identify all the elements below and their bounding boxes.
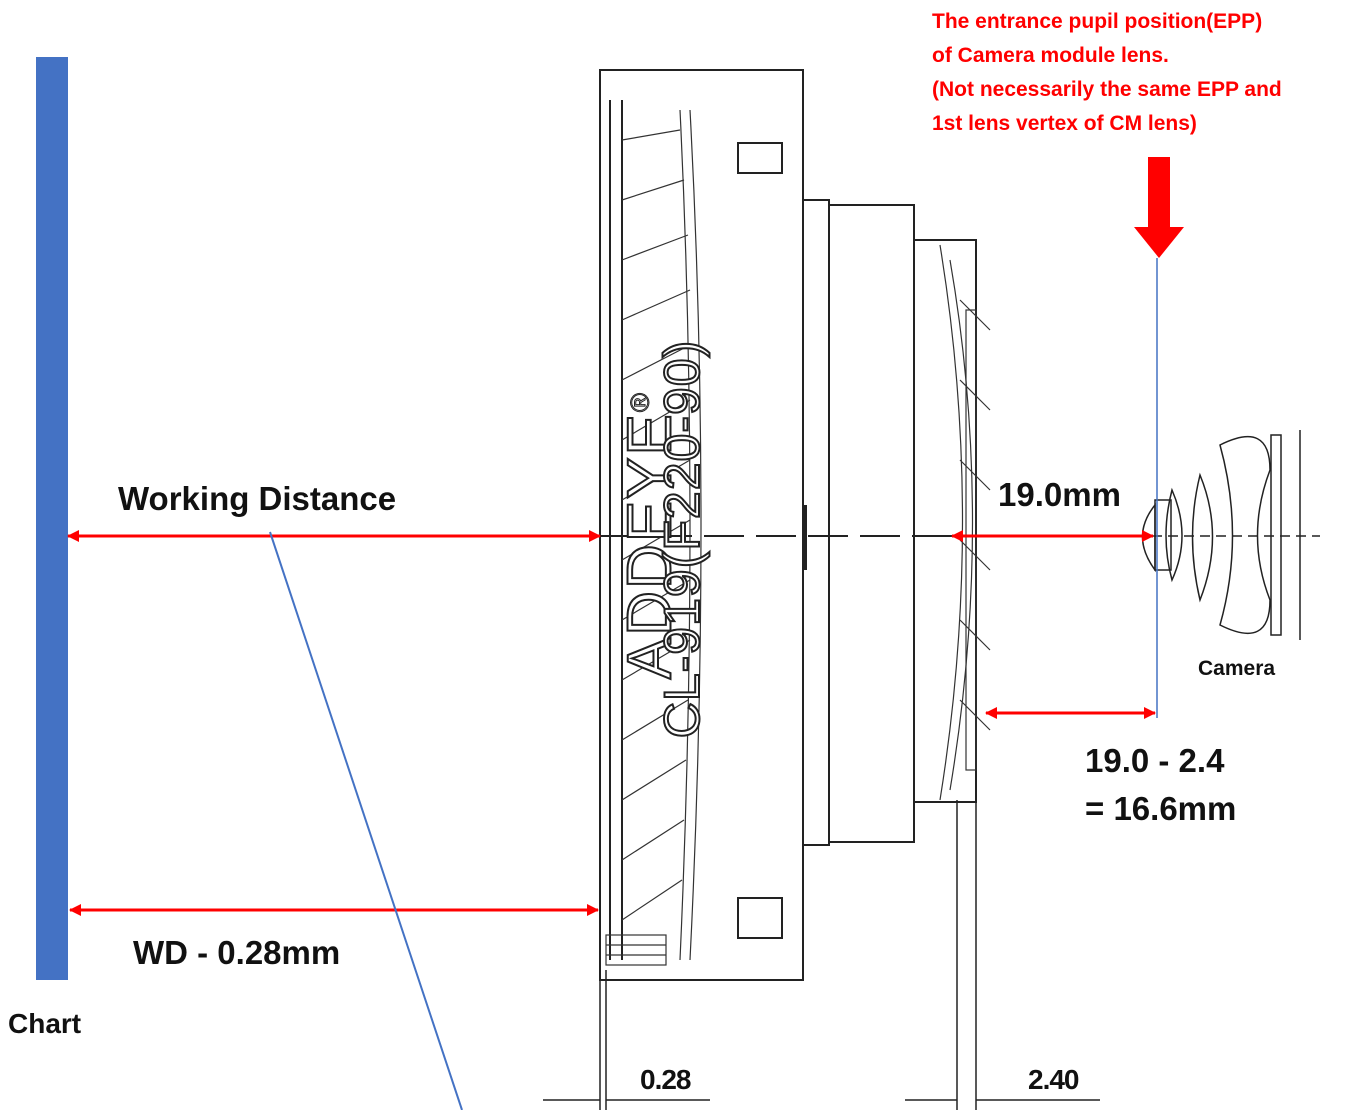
epp-note-line-2: of Camera module lens.	[932, 44, 1169, 67]
leader-line	[269, 531, 463, 1111]
epp-note-line-4: 1st lens vertex of CM lens)	[932, 112, 1197, 135]
lens-model-engraving: CL-919(F220-90)	[653, 269, 711, 809]
calc-line-2: = 16.6mm	[1085, 790, 1237, 827]
chart-bar	[36, 57, 68, 980]
dim-left-value: 0.28	[640, 1064, 691, 1095]
epp-note-line-3: (Not necessarily the same EPP and	[932, 78, 1282, 101]
chart-label: Chart	[8, 1008, 82, 1039]
registered-mark: ®	[625, 390, 656, 413]
camera-label: Camera	[1198, 657, 1276, 680]
dim-right-value: 2.40	[1028, 1064, 1079, 1095]
calc-line-1: 19.0 - 2.4	[1085, 742, 1225, 779]
epp-distance-label: 19.0mm	[998, 476, 1121, 513]
dimension-lines	[543, 800, 1100, 1110]
lens-model: CL-919(F220-90)	[653, 339, 711, 740]
wd-minus-label: WD - 0.28mm	[133, 934, 341, 971]
epp-marker	[1134, 157, 1184, 718]
epp-note-line-1: The entrance pupil position(EPP)	[932, 10, 1263, 33]
working-distance-label: Working Distance	[118, 480, 397, 517]
